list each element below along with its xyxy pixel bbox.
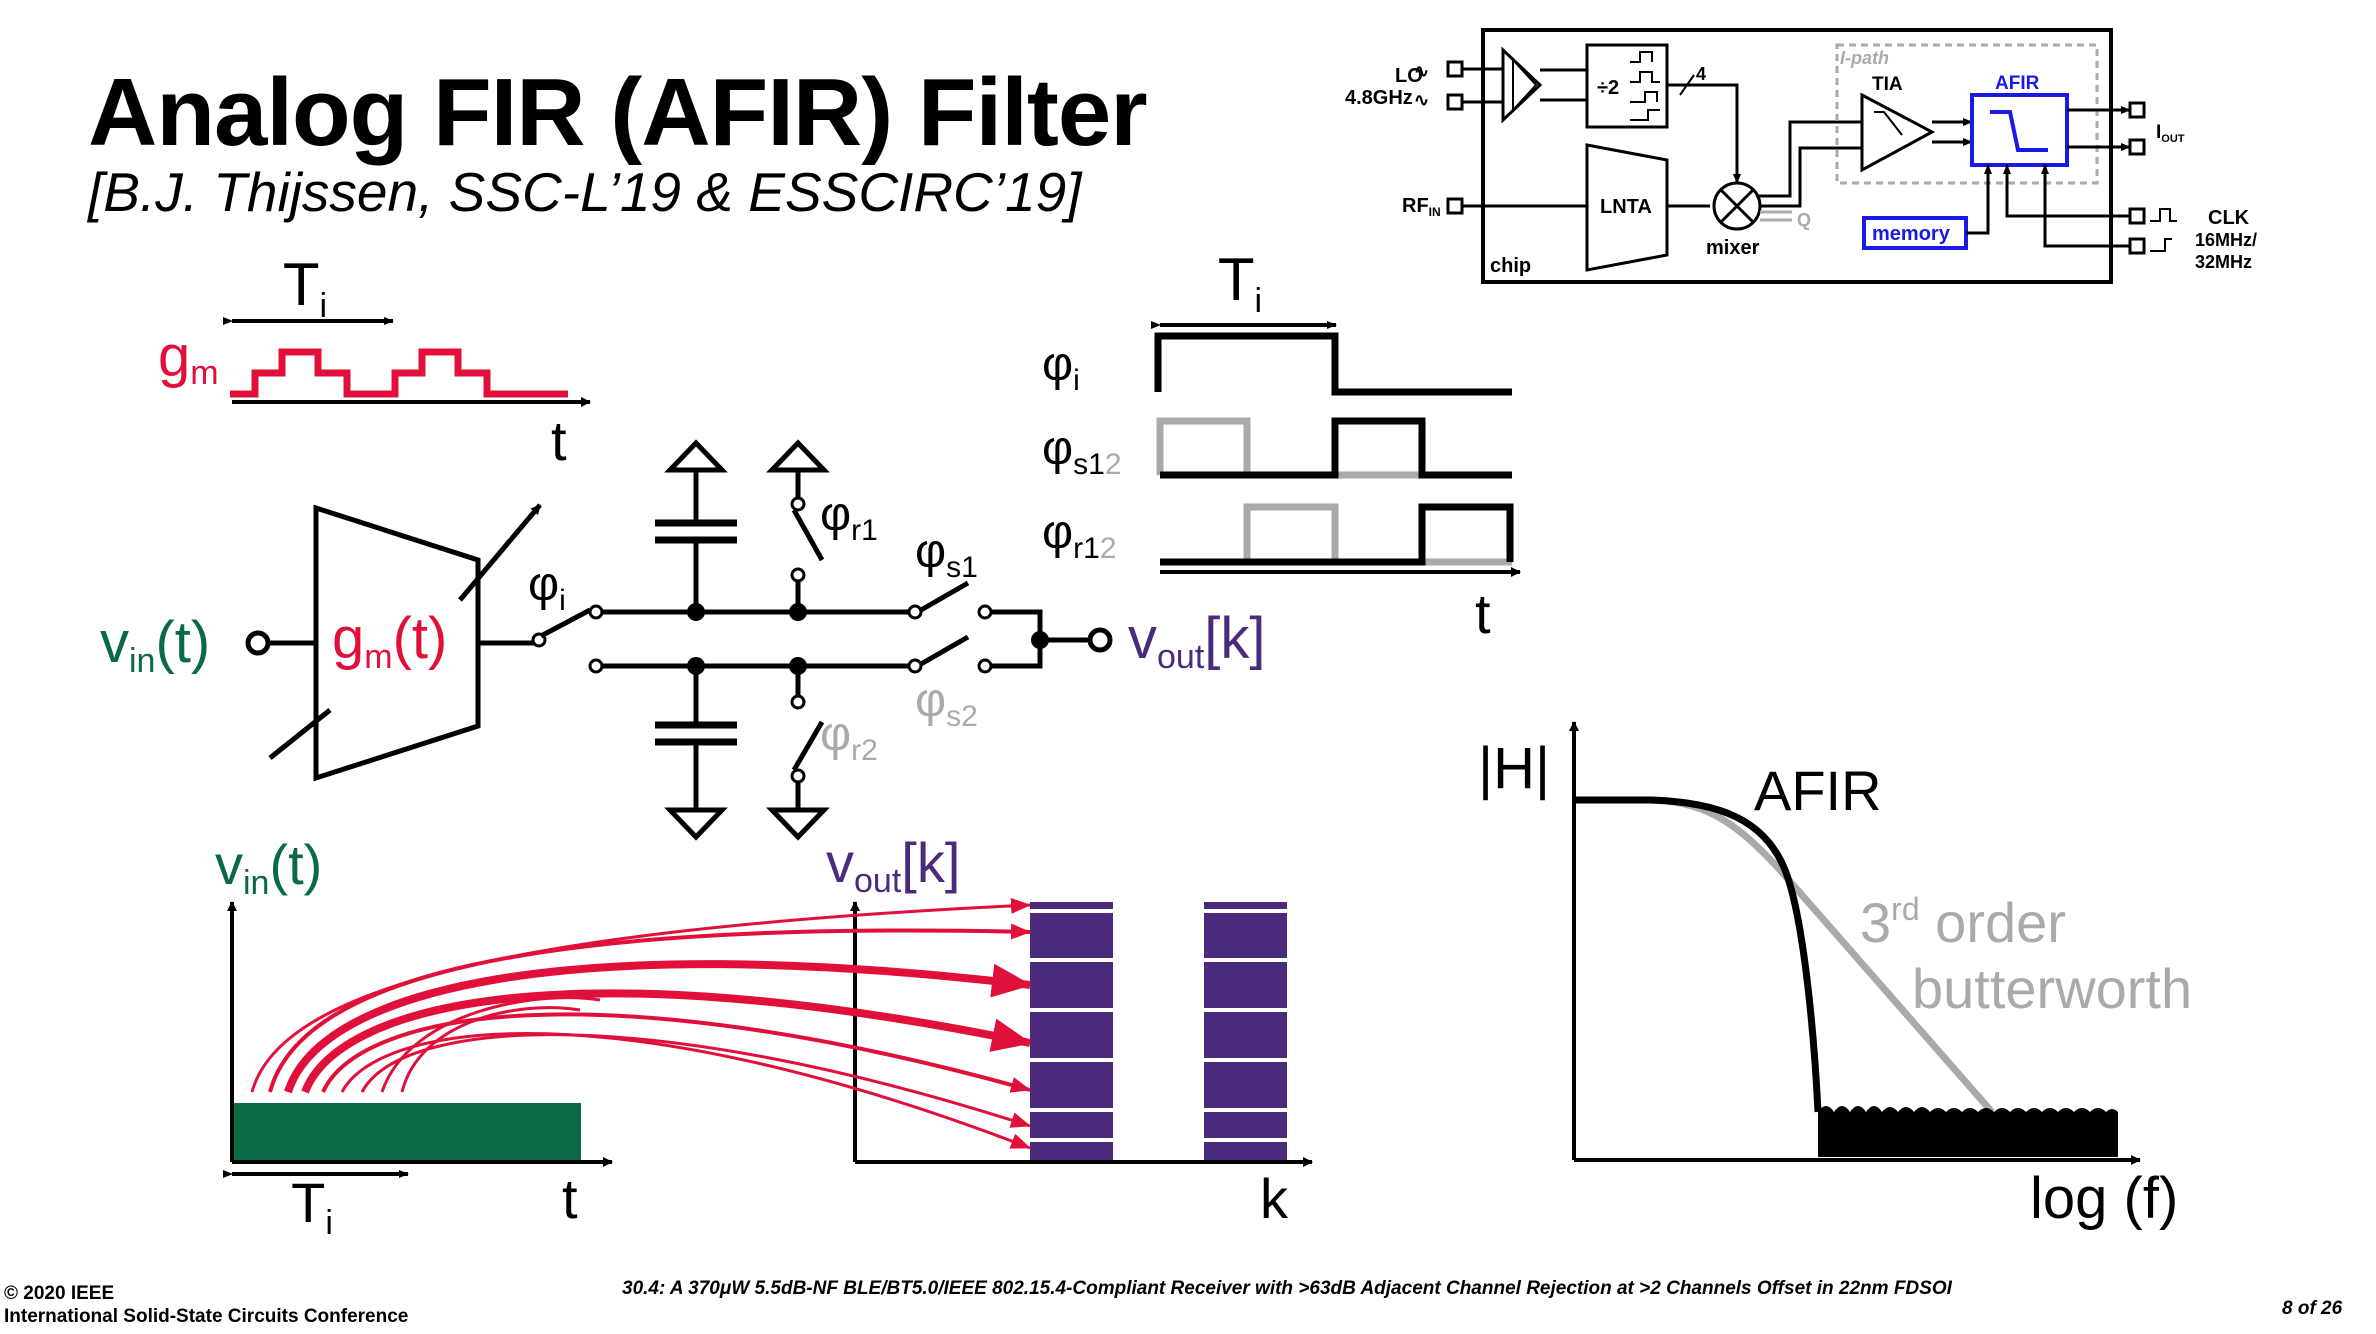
gnd-symbol-1 [664, 807, 728, 841]
phi-r1-label: φr1 [820, 488, 878, 547]
phi-i-label: φi [528, 558, 566, 617]
vin-terminal [245, 630, 271, 656]
timing-row2-label: φs12 [1042, 422, 1122, 481]
tia-block [1860, 92, 1936, 173]
mixer-label: mixer [1706, 237, 1760, 259]
timing-diagram: Ti φi φs12 φr12 t [1042, 246, 1521, 645]
lnta-block [1585, 143, 1669, 272]
sine-icon: ∿ [1414, 61, 1429, 81]
footer-paper-title: 30.4: A 370μW 5.5dB-NF BLE/BT5.0/IEEE 80… [622, 1278, 1952, 1299]
gm-t-label: gm(t) [332, 606, 447, 676]
clk-label: CLK [2208, 207, 2250, 229]
circuit-vout-label: vout[k] [1128, 606, 1266, 676]
vdd-symbol-2 [766, 439, 830, 473]
clk-pin-1 [2128, 207, 2146, 225]
iout-label: IOUT [2156, 122, 2185, 145]
ti-label: Ti [283, 251, 327, 325]
timing-t-label: t [1475, 582, 1491, 645]
afir-block-label: AFIR [1995, 73, 2040, 94]
rf-in-pin [1446, 197, 1464, 215]
footer-conference-line: International Solid-State Circuits Confe… [4, 1306, 409, 1327]
timing-phi-i-trace [1154, 332, 1512, 396]
footer-page-number: 8 of 26 [2282, 1298, 2343, 1319]
afir-curve-label: AFIR [1754, 759, 1882, 822]
vin-pulse [234, 1103, 581, 1160]
fir-sampling-plot: vin(t) Ti t vout[k] k [215, 831, 1313, 1242]
phi-s1-switch [919, 580, 970, 613]
timing-row3-label: φr12 [1042, 506, 1117, 565]
rf-in-label: RFIN [1402, 195, 1441, 219]
footer-copyright: © 2020 IEEE International Solid-State Ci… [4, 1282, 408, 1328]
gm-waveform-trace [230, 348, 568, 398]
memory-label: memory [1872, 223, 1951, 245]
vout-sample-bar-2 [1204, 902, 1287, 1160]
gm-amplifier [313, 504, 481, 782]
phi-s2-label: φs2 [915, 674, 978, 733]
butterworth-curve [1576, 796, 1995, 1115]
slide-subtitle: [B.J. Thijssen, SSC-L’19 & ESSCIRC’19] [88, 161, 1082, 223]
clk-freq-1: 16MHz/ [2195, 230, 2257, 250]
timing-phi-r-trace [1160, 503, 1514, 566]
slide-title: Analog FIR (AFIR) Filter [88, 59, 1148, 166]
circuit-vin-label: vin(t) [100, 610, 210, 680]
plot-k-label: k [1260, 1167, 1289, 1230]
lo-pin-n [1446, 93, 1464, 111]
i-path-box [1835, 43, 2099, 185]
frequency-response-plot: |H| log (f) AFIR 3rd order butterworth [1478, 721, 2192, 1231]
phi-s2-switch [919, 634, 970, 667]
plot-t-label: t [562, 1167, 578, 1230]
afir-stopband-ripple [1818, 1112, 2118, 1157]
gnd-symbol-2 [766, 807, 830, 841]
gm-waveform: Ti gm t [158, 251, 591, 472]
vout-terminal [1087, 627, 1113, 653]
afir-block [1970, 93, 2069, 167]
clk-pin-2 [2128, 237, 2146, 255]
butterworth-label-line2: butterworth [1912, 957, 2192, 1020]
phi-s1-label: φs1 [915, 525, 978, 584]
lo-pin-p [1446, 60, 1464, 78]
clk-waveform-icon [2150, 208, 2177, 222]
bus-width-label: 4 [1696, 64, 1706, 84]
vdd-symbol-1 [664, 439, 728, 473]
lo-freq-label: 4.8GHz [1345, 87, 1413, 109]
sine-icon: ∿ [1414, 90, 1429, 110]
afir-response-curve [1576, 796, 1822, 1113]
tap-weight-arrows [250, 897, 1032, 1150]
gm-label: gm [158, 324, 219, 392]
clk-freq-2: 32MHz [2195, 252, 2252, 272]
lnta-label: LNTA [1600, 196, 1652, 218]
phi-i-switch [539, 607, 592, 639]
plot-vin-label: vin(t) [215, 833, 322, 902]
timing-phi-s-trace [1160, 417, 1512, 479]
response-x-label: log (f) [2030, 1166, 2178, 1231]
receiver-block-diagram: chip LO 4.8GHz ∿ ∿ ÷2 4 RFIN LNTA [1345, 28, 2257, 284]
response-y-label: |H| [1478, 736, 1550, 801]
divider-label: ÷2 [1597, 77, 1619, 99]
phi-r1-switch [791, 508, 825, 562]
vout-sample-bar-1 [1030, 902, 1113, 1160]
phi-r2-label: φr2 [820, 708, 878, 767]
lo-label: LO [1395, 65, 1423, 87]
timing-ti-label: Ti [1218, 246, 1262, 320]
gm-t-label: t [551, 409, 567, 472]
footer-copyright-line: © 2020 IEEE [4, 1283, 115, 1304]
q-label: Q [1797, 210, 1811, 230]
chip-label: chip [1490, 255, 1531, 277]
plot-vout-label: vout[k] [826, 831, 960, 900]
afir-circuit: vin(t) gm(t) φi [100, 439, 1266, 841]
i-path-label: I-path [1840, 48, 1889, 68]
timing-row1-label: φi [1042, 338, 1080, 397]
butterworth-label-line1: 3rd order [1860, 891, 2066, 954]
divider-block [1585, 43, 1669, 129]
plot-ti-label: Ti [291, 1171, 333, 1242]
tia-label: TIA [1872, 74, 1903, 95]
phi-r2-switch [791, 720, 825, 772]
